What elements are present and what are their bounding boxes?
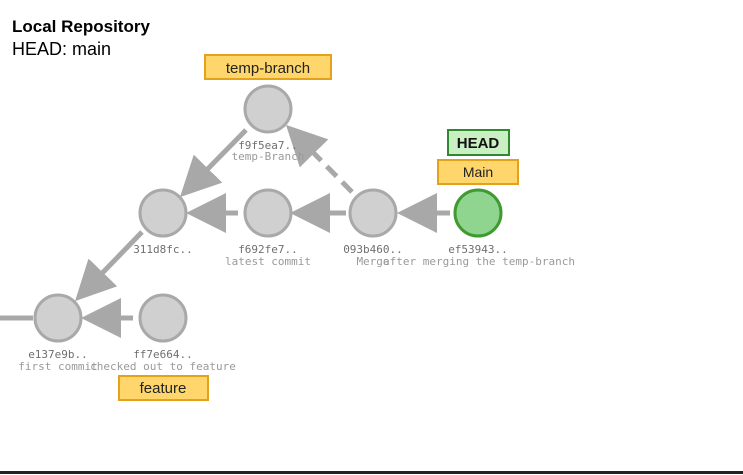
bottom-divider: [0, 471, 743, 474]
commit-nodes: [33, 84, 503, 343]
head-label[interactable]: HEAD: [447, 129, 510, 156]
commit-node-f9f5ea7[interactable]: [243, 84, 293, 134]
commit-node-e137e9b[interactable]: [33, 293, 83, 343]
edges: [0, 124, 450, 338]
commit-message: Merge: [356, 255, 389, 268]
edge-temp-branch-to-311d8fc: [179, 128, 248, 198]
commit-hash: ef53943..: [448, 243, 508, 256]
branch-label-text: Main: [463, 164, 493, 180]
commit-node-f692fe7[interactable]: [243, 188, 293, 238]
commit-node-ef53943[interactable]: [453, 188, 503, 238]
edge-311d8fc-to-first: [75, 230, 144, 302]
commit-hashes: f9f5ea7.. 311d8fc.. f692fe7.. 093b460.. …: [28, 139, 508, 361]
commit-hash: f9f5ea7..: [238, 139, 298, 152]
head-label-text: HEAD: [457, 135, 500, 152]
commit-hash: ff7e664..: [133, 348, 193, 361]
diagram-title: Local Repository: [12, 17, 150, 36]
commit-node-093b460[interactable]: [348, 188, 398, 238]
commit-message: temp-Branch: [232, 150, 305, 163]
commit-node-311d8fc[interactable]: [138, 188, 188, 238]
commit-messages: temp-Branch latest commit Merge after me…: [18, 150, 575, 373]
commit-hash: e137e9b..: [28, 348, 88, 361]
commit-message: latest commit: [225, 255, 311, 268]
branch-label-text: temp-branch: [226, 60, 310, 77]
commit-hash: f692fe7..: [238, 243, 298, 256]
commit-message: first commit: [18, 360, 97, 373]
commit-message: after merging the temp-branch: [383, 255, 575, 268]
head-status: HEAD: main: [12, 39, 112, 59]
branch-label-main[interactable]: Main: [437, 159, 519, 185]
branch-label-text: feature: [140, 380, 187, 397]
commit-message: checked out to feature: [90, 360, 236, 373]
commit-hash: 093b460..: [343, 243, 403, 256]
branch-label-temp-branch[interactable]: temp-branch: [204, 54, 332, 80]
edge-merge-to-temp-branch: [285, 124, 354, 194]
commit-hash: 311d8fc..: [133, 243, 193, 256]
branch-label-feature[interactable]: feature: [118, 375, 209, 401]
commit-node-ff7e664[interactable]: [138, 293, 188, 343]
